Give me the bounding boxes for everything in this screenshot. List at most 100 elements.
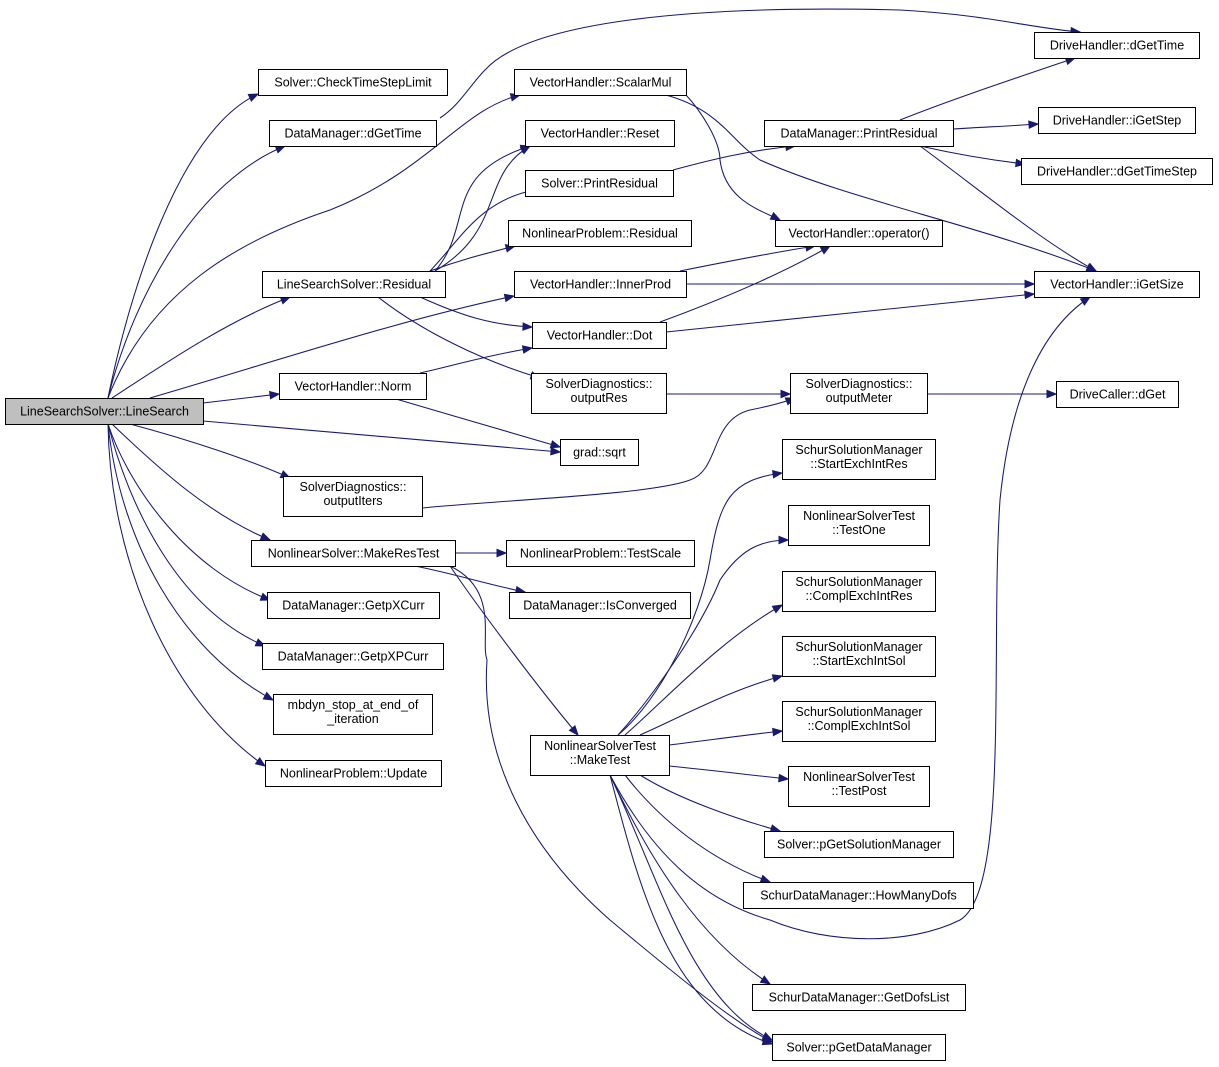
edge-line [617,539,789,736]
node-label-line-1: SolverDiagnostics:: [300,480,407,494]
node-np-testscale[interactable]: NonlinearProblem::TestScale [506,540,695,567]
node-nst-maketest[interactable]: NonlinearSolverTest::MakeTest [530,735,670,776]
edge-nst_maketest-to-sdm_getdofslist [609,774,772,985]
edge-sd_outputmeter-to-dc_dget [927,389,1058,399]
edge-arrowhead [521,345,534,354]
node-dc-dget[interactable]: DriveCaller::dGet [1056,381,1179,408]
node-box [1038,107,1196,134]
node-mbdyn-stop[interactable]: mbdyn_stop_at_end_of_iteration [273,694,433,735]
node-nst-testpost[interactable]: NonlinearSolverTest::TestPost [788,766,930,807]
node-checkts[interactable]: Solver::CheckTimeStepLimit [258,69,448,96]
node-ssm-complexchintres[interactable]: SchurSolutionManager::ComplExchIntRes [782,571,936,612]
node-dm-isconverged[interactable]: DataManager::IsConverged [509,592,691,619]
edge-arrowhead [759,975,772,985]
node-label: LineSearchSolver::LineSearch [20,405,189,419]
node-dm-getpxcurr[interactable]: DataManager::GetpXCurr [267,592,440,619]
edge-line [111,423,271,541]
node-ssm-startexchintres[interactable]: SchurSolutionManager::StartExchIntRes [782,439,936,480]
edge-dm_printresidual-to-dh_igetstep [952,120,1040,130]
edge-linesearch-to-ns_makerestest [111,423,272,541]
node-dh-dgettime[interactable]: DriveHandler::dGetTime [1034,32,1200,59]
edge-vh_innerprod-to-vh_operator [679,243,817,272]
edge-arrowhead [771,674,784,683]
edge-arrowhead [259,532,272,541]
node-box [764,831,954,858]
node-label-line-1: NonlinearSolverTest [803,509,915,523]
edge-line [617,472,783,736]
node-sdm-howmanydofs[interactable]: SchurDataManager::HowManyDofs [743,882,974,909]
edge-line [202,420,561,453]
node-box [532,322,667,349]
edge-linesearch-to-np_update [107,423,267,767]
node-dm-dgettime[interactable]: DataManager::dGetTime [269,120,437,147]
edge-arrowhead [1028,120,1040,130]
edge-vh_innerprod-to-vh_igetsize [686,279,1036,289]
node-box [1034,271,1200,298]
node-s-printresidual[interactable]: Solver::PrintResidual [525,170,674,197]
edge-line [668,765,789,780]
node-label: DataManager::PrintResidual [780,127,937,141]
node-grad-sqrt[interactable]: grad::sqrt [560,439,639,466]
node-np-residual[interactable]: NonlinearProblem::Residual [508,220,692,247]
node-ssm-complexchintsol[interactable]: SchurSolutionManager::ComplExchIntSol [782,701,936,742]
node-label: LineSearchSolver::Residual [277,278,431,292]
node-linesearch[interactable]: LineSearchSolver::LineSearch [5,398,204,425]
node-sdm-getdofslist[interactable]: SchurDataManager::GetDofsList [752,984,966,1011]
node-label-line-1: NonlinearSolverTest [803,770,915,784]
edge-line [429,245,516,272]
node-np-update[interactable]: NonlinearProblem::Update [265,760,442,787]
edge-line [434,145,531,272]
edge-line [449,565,773,1043]
edge-ls_residual-to-vh_reset [434,145,532,272]
node-vh-igetsize[interactable]: VectorHandler::iGetSize [1034,271,1200,298]
node-sd-outputmeter[interactable]: SolverDiagnostics::outputMeter [790,373,928,414]
edge-line [107,423,274,701]
edge-line [624,774,771,883]
node-vh-dot[interactable]: VectorHandler::Dot [532,322,667,349]
node-vh-operator[interactable]: VectorHandler::operator() [775,220,943,247]
node-ns-makerestest[interactable]: NonlinearSolver::MakeResTest [251,540,456,567]
node-dh-igetstep[interactable]: DriveHandler::iGetStep [1038,107,1196,134]
node-label-line-1: NonlinearSolverTest [544,739,656,753]
node-label-line-2: ::StartExchIntRes [810,457,907,471]
node-label: NonlinearProblem::TestScale [520,547,681,561]
node-vh-scalarmul[interactable]: VectorHandler::ScalarMul [514,69,687,96]
node-box [790,373,928,414]
node-ls-residual[interactable]: LineSearchSolver::Residual [262,271,446,298]
node-vh-reset[interactable]: VectorHandler::Reset [525,120,675,147]
edge-arrowhead [772,469,784,479]
edge-line [639,774,781,832]
node-nst-testone[interactable]: NonlinearSolverTest::TestOne [788,505,930,546]
edge-ls_residual-to-vh_dot [419,296,534,331]
node-vh-norm[interactable]: VectorHandler::Norm [279,373,427,400]
node-box [267,592,440,619]
edge-line [434,145,531,272]
node-box [283,476,423,517]
node-ssm-startexchintsol[interactable]: SchurSolutionManager::StartExchIntSol [782,636,936,677]
node-dh-dgettimestep[interactable]: DriveHandler::dGetTimeStep [1021,158,1213,185]
edge-arrowhead [1046,389,1058,399]
edge-line [107,93,259,399]
node-dm-printresidual[interactable]: DataManager::PrintResidual [764,120,954,147]
node-dm-getpxpcurr[interactable]: DataManager::GetpXPCurr [262,643,444,670]
edge-arrowhead [549,440,562,449]
node-box [279,373,427,400]
node-box [782,439,936,480]
edge-arrowhead [778,535,790,545]
node-s-pgetsolutionmanager[interactable]: Solver::pGetSolutionManager [764,831,954,858]
node-box [273,694,433,735]
node-box [788,766,930,807]
node-label-line-2: ::TestOne [832,523,886,537]
node-sd-outputres[interactable]: SolverDiagnostics::outputRes [531,373,667,414]
node-vh-innerprod[interactable]: VectorHandler::InnerProd [514,271,687,298]
edge-sd_outputres-to-sd_outputmeter [666,389,792,399]
edge-nst_maketest-to-ssm_complexchintsol [668,727,784,746]
edge-arrowhead [568,724,579,737]
node-sd-outputiters[interactable]: SolverDiagnostics::outputIters [283,476,423,517]
edge-dm_printresidual-to-dh_dgettimestep [919,145,1027,168]
node-s-pgetdatamanager[interactable]: Solver::pGetDataManager [772,1034,946,1061]
node-box [764,120,954,147]
node-label-line-2: ::MakeTest [570,753,631,767]
node-label: SchurDataManager::GetDofsList [769,991,950,1005]
edge-nst_maketest-to-nst_testone [617,535,790,736]
